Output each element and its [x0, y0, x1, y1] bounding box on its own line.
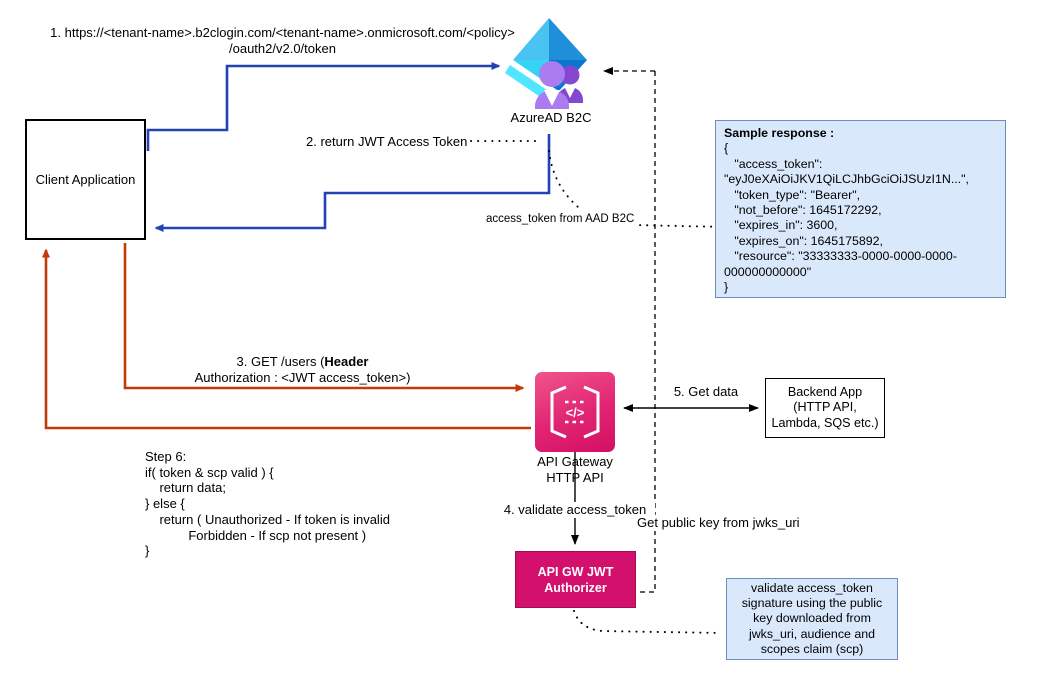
step3-line2: Authorization : <JWT access_token>) — [194, 370, 411, 385]
step4-label: 4. validate access_token — [495, 502, 655, 518]
client-application-node: Client Application — [25, 119, 146, 240]
dotted-line-to-token-note — [548, 150, 579, 208]
sample-response-box: Sample response : { "access_token": "eyJ… — [715, 120, 1006, 298]
azure-ad-b2c-label: AzureAD B2C — [510, 110, 592, 125]
client-application-label: Client Application — [35, 172, 136, 187]
step2-label: 2. return JWT Access Token — [306, 134, 468, 150]
validate-note-box: validate access_token signature using th… — [726, 578, 898, 660]
arrow-step6-return — [42, 248, 531, 430]
arrow-step1-token-request — [146, 62, 501, 151]
dashed-jwks-line — [637, 71, 656, 593]
step6-code-block: Step 6: if( token & scp valid ) { return… — [145, 449, 390, 559]
dotted-authorizer-to-validate-note — [573, 610, 722, 634]
backend-app-node: Backend App (HTTP API, Lambda, SQS etc.) — [765, 378, 885, 438]
step1-url-line1: 1. https://<tenant-name>.b2clogin.com/<t… — [50, 25, 515, 40]
get-public-key-label: Get public key from jwks_uri — [637, 515, 800, 531]
step3-line1: 3. GET /users (Header — [236, 354, 369, 369]
sample-response-title: Sample response : — [724, 126, 835, 140]
step3-label: 3. GET /users (Header Authorization : <J… — [180, 354, 425, 386]
code-glyph: </> — [566, 405, 585, 420]
access-token-note: access_token from AAD B2C — [486, 211, 635, 227]
jwt-authorizer-node: API GW JWT Authorizer — [515, 551, 636, 608]
step5-label: 5. Get data — [660, 384, 752, 400]
api-gateway-label: API Gateway HTTP API — [537, 454, 613, 485]
step1-label: 1. https://<tenant-name>.b2clogin.com/<t… — [30, 25, 535, 57]
arrow-step3-get-users — [123, 243, 525, 392]
users-glyph — [535, 61, 583, 109]
arrow-step2-return-token — [154, 134, 551, 232]
azure-ad-b2c-icon — [503, 14, 599, 117]
step1-url-line2: /oauth2/v2.0/token — [229, 41, 336, 56]
dotted-token-note-to-sample — [632, 224, 727, 228]
api-gateway-icon: </> — [535, 372, 615, 452]
